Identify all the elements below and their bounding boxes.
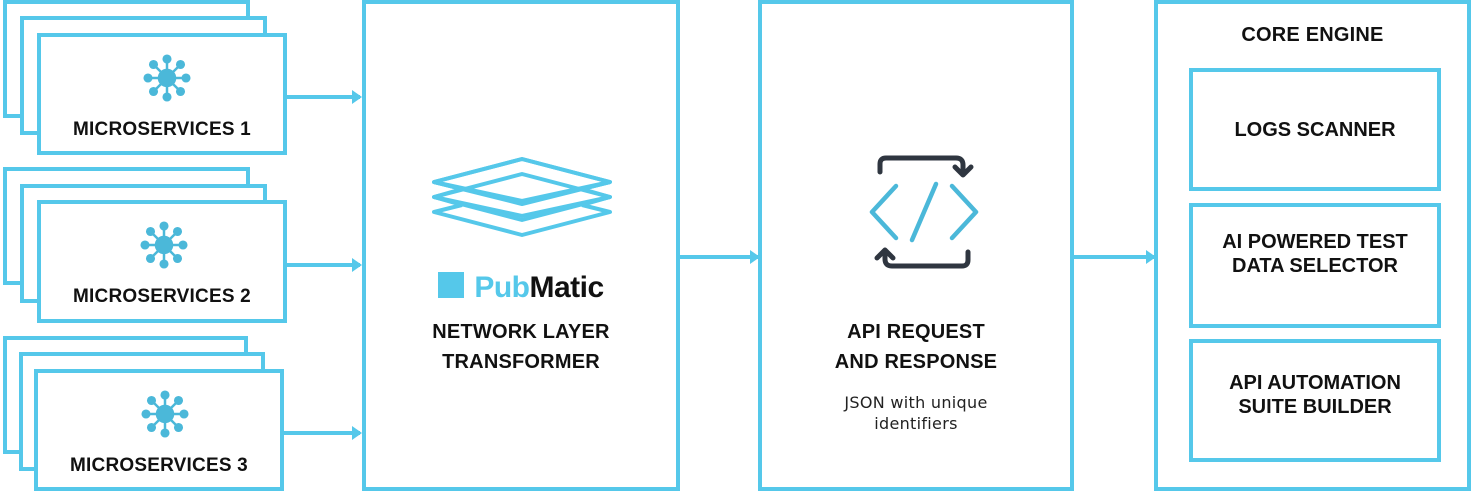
module-label: LOGS SCANNER <box>1193 118 1437 142</box>
arrow-ms1-to-network <box>287 90 362 104</box>
module-label: API AUTOMATION SUITE BUILDER <box>1193 371 1437 419</box>
code-sync-icon <box>869 155 979 269</box>
network-hub-icon <box>143 54 191 102</box>
microservice-card-1[interactable]: MICROSERVICES 1 <box>37 33 287 155</box>
arrow-ms2-to-network <box>287 258 362 272</box>
microservice-label: MICROSERVICES 1 <box>73 119 251 140</box>
module-label-line2: SUITE BUILDER <box>1238 395 1392 418</box>
microservice-card-3[interactable]: MICROSERVICES 3 <box>34 369 284 491</box>
module-label-line2: DATA SELECTOR <box>1232 254 1398 277</box>
pubmatic-logo: PubMatic <box>366 271 676 305</box>
logo-pub: Pub <box>474 271 530 304</box>
arrow-network-to-api <box>680 250 760 264</box>
logo-matic: Matic <box>529 271 604 304</box>
microservice-card-2[interactable]: MICROSERVICES 2 <box>37 200 287 323</box>
api-request-response[interactable]: API REQUEST AND RESPONSE JSON with uniqu… <box>758 0 1074 491</box>
network-layer-title-line1: NETWORK LAYER <box>432 321 610 343</box>
core-engine[interactable]: CORE ENGINE LOGS SCANNER AI POWERED TEST… <box>1154 0 1471 491</box>
module-logs-scanner[interactable]: LOGS SCANNER <box>1189 68 1441 191</box>
module-label-line1: AI POWERED TEST <box>1222 230 1408 253</box>
network-layer-transformer[interactable]: PubMatic NETWORK LAYER TRANSFORMER <box>362 0 680 491</box>
module-label-line1: LOGS SCANNER <box>1234 118 1396 141</box>
module-label: AI POWERED TEST DATA SELECTOR <box>1193 230 1437 278</box>
network-layer-title-line2: TRANSFORMER <box>442 351 600 373</box>
api-title-line1: API REQUEST <box>847 321 985 343</box>
arrow-api-to-core <box>1074 250 1156 264</box>
network-hub-icon <box>141 390 189 438</box>
network-hub-icon <box>140 221 188 269</box>
logo-square-mark <box>438 272 465 298</box>
module-api-automation-suite-builder[interactable]: API AUTOMATION SUITE BUILDER <box>1189 339 1441 462</box>
api-subtitle-line1: JSON with unique <box>844 393 988 412</box>
microservice-label: MICROSERVICES 2 <box>73 286 251 307</box>
microservice-label: MICROSERVICES 3 <box>70 455 248 476</box>
module-ai-test-data-selector[interactable]: AI POWERED TEST DATA SELECTOR <box>1189 203 1441 328</box>
core-engine-title: CORE ENGINE <box>1241 24 1384 46</box>
layers-icon <box>432 157 612 237</box>
api-subtitle-line2: identifiers <box>874 414 958 433</box>
api-title-line2: AND RESPONSE <box>834 351 998 373</box>
module-label-line1: API AUTOMATION <box>1229 371 1401 394</box>
arrow-ms3-to-network <box>284 426 362 440</box>
